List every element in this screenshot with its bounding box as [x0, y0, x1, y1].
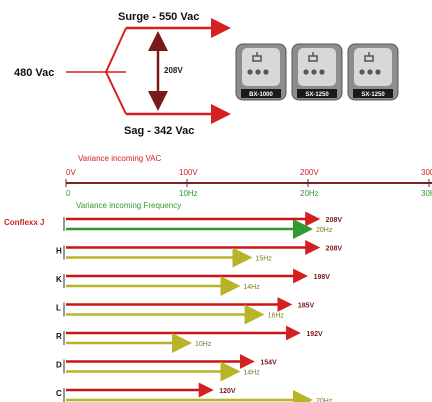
- device-3: SX-1250: [347, 43, 399, 101]
- voltage-value-label: 198V: [314, 274, 331, 281]
- frequency-value-label: 14Hz: [243, 284, 260, 291]
- device-2: SX-1250: [291, 43, 343, 101]
- frequency-value-label: 15Hz: [256, 256, 273, 263]
- voltage-tick-label: 200V: [300, 168, 319, 177]
- swing-label: 208V: [164, 66, 183, 75]
- frequency-value-label: 20Hz: [316, 227, 333, 234]
- outlet-icon: [252, 52, 262, 62]
- frequency-axis-title: Variance incoming Frequency: [76, 201, 181, 210]
- frequency-value-label: 20Hz: [316, 398, 333, 402]
- category-label: K: [56, 275, 62, 284]
- sag-label: Sag - 342 Vac: [124, 125, 194, 137]
- input-voltage-label: 480 Vac: [14, 67, 54, 79]
- voltage-value-label: 154V: [260, 360, 277, 367]
- category-label: D: [56, 361, 62, 370]
- frequency-value-label: 10Hz: [195, 341, 212, 348]
- frequency-value-label: 16Hz: [268, 313, 285, 320]
- voltage-tick-label: 0V: [66, 168, 76, 177]
- sag-branch: [105, 71, 127, 115]
- device-1: BX-1000: [235, 43, 287, 101]
- voltage-value-label: 192V: [306, 331, 323, 338]
- device-label: SX-1250: [361, 92, 385, 98]
- frequency-tick-label: 10Hz: [179, 189, 198, 198]
- chart-axes: Variance incoming VAC Variance incoming …: [65, 154, 432, 210]
- category-label: Conflexx J: [4, 218, 44, 227]
- device-group: BX-1000 SX-1250 SX-1250: [235, 43, 399, 101]
- surge-label: Surge - 550 Vac: [118, 11, 199, 23]
- device-label: SX-1250: [305, 92, 329, 98]
- outlet-icon: [308, 52, 318, 62]
- category-label: C: [56, 389, 62, 398]
- voltage-value-label: 185V: [298, 303, 315, 310]
- category-label: H: [56, 247, 62, 256]
- category-label: R: [56, 332, 62, 341]
- category-label: L: [56, 304, 61, 313]
- surge-branch: [105, 27, 127, 73]
- voltage-value-label: 120V: [219, 388, 236, 395]
- voltage-value-label: 208V: [326, 246, 343, 253]
- voltage-axis-title: Variance incoming VAC: [78, 154, 162, 163]
- voltage-value-label: 208V: [326, 217, 343, 224]
- voltage-tick-label: 300V: [421, 168, 432, 177]
- frequency-tick-label: 20Hz: [300, 189, 319, 198]
- device-label: BX-1000: [249, 92, 273, 98]
- frequency-value-label: 14Hz: [243, 370, 260, 377]
- frequency-tick-label: 0: [66, 189, 71, 198]
- voltage-tick-label: 100V: [179, 168, 198, 177]
- frequency-tick-label: 30Hz: [421, 189, 432, 198]
- outlet-icon: [364, 52, 374, 62]
- voltage-swing-diagram: 480 Vac Surge - 550 Vac Sag - 342 Vac 20…: [14, 11, 231, 137]
